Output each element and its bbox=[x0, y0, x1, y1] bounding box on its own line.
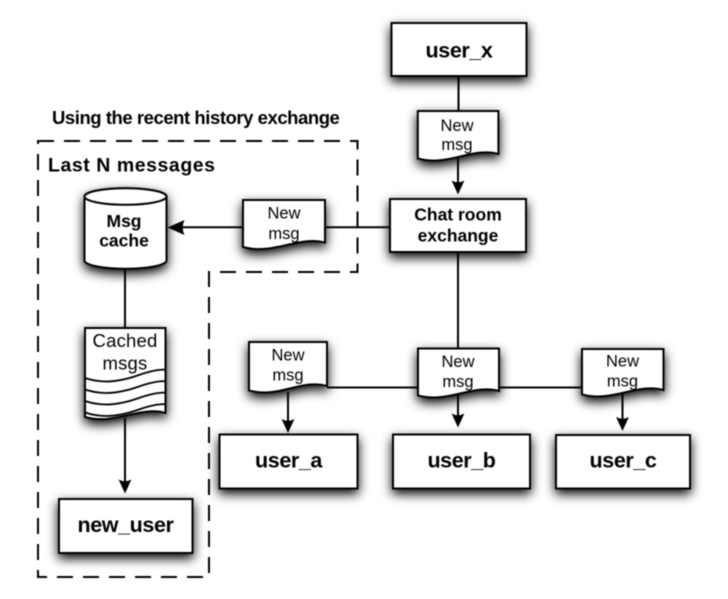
svg-text:msg: msg bbox=[441, 136, 472, 154]
svg-text:Last N messages: Last N messages bbox=[48, 155, 216, 177]
svg-text:msg: msg bbox=[607, 373, 638, 391]
svg-text:New: New bbox=[440, 117, 473, 135]
svg-text:msg: msg bbox=[272, 367, 303, 385]
svg-text:Chat room: Chat room bbox=[414, 205, 502, 225]
svg-text:Msg: Msg bbox=[107, 211, 142, 231]
svg-text:msg: msg bbox=[442, 373, 473, 391]
svg-text:msgs: msgs bbox=[103, 353, 148, 374]
svg-text:user_c: user_c bbox=[590, 449, 657, 473]
svg-text:user_x: user_x bbox=[426, 39, 493, 63]
svg-text:Cached: Cached bbox=[93, 330, 158, 351]
svg-text:new_user: new_user bbox=[78, 513, 175, 537]
svg-text:New: New bbox=[606, 353, 639, 371]
svg-text:Using the recent history excha: Using the recent history exchange bbox=[52, 107, 340, 128]
svg-text:exchange: exchange bbox=[418, 226, 499, 246]
svg-text:New: New bbox=[271, 347, 304, 365]
svg-text:user_b: user_b bbox=[427, 449, 495, 473]
svg-text:New: New bbox=[267, 205, 300, 223]
svg-text:msg: msg bbox=[268, 225, 299, 243]
svg-text:user_a: user_a bbox=[255, 449, 323, 473]
svg-text:cache: cache bbox=[99, 231, 149, 251]
svg-text:New: New bbox=[441, 353, 474, 371]
